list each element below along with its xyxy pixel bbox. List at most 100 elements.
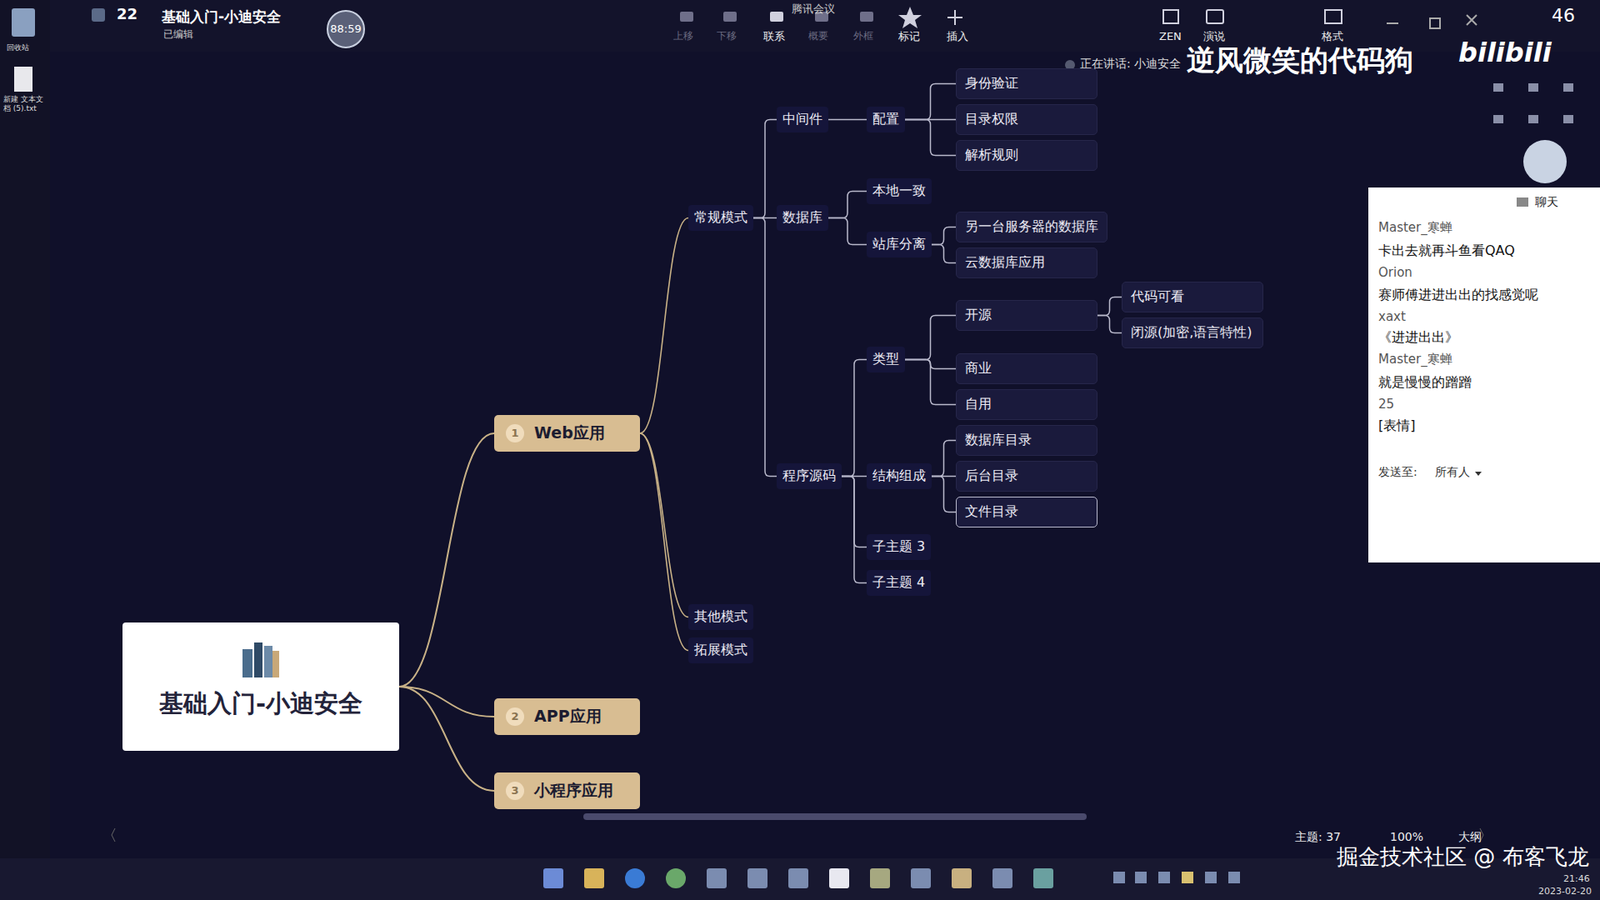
branch-line — [931, 476, 956, 513]
app-number: 22 — [116, 5, 138, 24]
recycle-icon — [11, 8, 35, 37]
sub-topic: 数据库 — [776, 205, 829, 231]
chat-user: Orion — [1378, 265, 1413, 280]
tool-label: 联系 — [763, 30, 785, 44]
branch-line — [905, 84, 956, 120]
chat-user: Master_寒蝉 — [1378, 351, 1453, 367]
tool-label: 外框 — [853, 30, 874, 42]
sub-topic: 子主题 3 — [866, 534, 931, 560]
sub-topic: 站库分离 — [866, 231, 932, 258]
leaf-topic: 解析规则 — [955, 140, 1098, 171]
sub-topic: 配置 — [866, 106, 905, 133]
window-title: 基础入门-小迪安全 — [161, 8, 281, 25]
desktop-strip — [0, 0, 50, 900]
topic-text: 闭源(加密,语言特性) — [1130, 324, 1253, 340]
status-label: 大纲 — [1458, 830, 1482, 845]
tool-label: 格式 — [1321, 30, 1344, 44]
chat-message: [表情] — [1378, 417, 1415, 434]
tool-label: 概要 — [808, 30, 829, 42]
topic-text: 站库分离 — [872, 235, 926, 252]
leaf-topic: 目录权限 — [955, 104, 1098, 135]
tool-label: 插入 — [946, 30, 969, 44]
chat-user: xaxt — [1378, 309, 1406, 325]
tool-label: 标记 — [898, 30, 920, 44]
tool-label: ZEN — [1159, 30, 1182, 44]
sub-topic: 常规模式 — [688, 205, 754, 231]
leaf-topic: 自用 — [955, 389, 1098, 420]
branch-line — [828, 119, 867, 121]
topic-text: 子主题 4 — [872, 574, 925, 590]
main-topic: 1Web应用 — [494, 415, 640, 452]
panel-title: 聊天 — [1535, 195, 1559, 210]
chat-message: 卡出去就再斗鱼看QAQ — [1378, 242, 1515, 259]
watermark: 逆风微笑的代码狗 — [1186, 43, 1414, 78]
main-topic: 3 小程序应用 — [494, 772, 640, 810]
topic-text: 常规模式 — [694, 209, 748, 225]
topic-text: 解析规则 — [965, 146, 1019, 163]
sub-topic: 子主题 4 — [866, 570, 931, 596]
topic-text: 身份验证 — [965, 75, 1019, 91]
leaf-topic: 闭源(加密,语言特性) — [1121, 317, 1264, 349]
topic-text: 商业 — [965, 360, 992, 376]
main-topic: 2APP应用 — [494, 698, 640, 735]
leaf-topic: 代码可看 — [1121, 281, 1264, 313]
sub-topic: 中间件 — [776, 106, 829, 133]
sub-topic: 其他模式 — [688, 604, 754, 630]
branch-line — [828, 191, 867, 219]
leaf-topic: 另一台服务器的数据库 — [955, 211, 1108, 243]
app-icon — [91, 8, 105, 22]
branch-line — [640, 433, 689, 618]
branch-line — [753, 218, 777, 477]
topic-text: 结构组成 — [872, 467, 926, 484]
chat-message: 就是慢慢的蹭蹭 — [1378, 374, 1472, 390]
branch-line — [1097, 297, 1122, 316]
topic-text: 其他模式 — [694, 608, 748, 625]
branch-line — [931, 227, 956, 245]
topic-text: APP应用 — [534, 705, 602, 728]
leaf-topic: 文件目录 — [955, 496, 1098, 528]
topic-text: 小程序应用 — [534, 780, 614, 802]
meeting-label: 腾讯会议 — [791, 2, 835, 16]
tool-label: 上移 — [673, 30, 694, 42]
tool-label: 下移 — [716, 30, 737, 42]
chat-message: 赛师傅进进出出的找感觉呢 — [1378, 286, 1539, 303]
topic-text: 类型 — [872, 350, 900, 367]
send-target: 所有人 — [1435, 465, 1470, 480]
branch-line — [931, 245, 956, 264]
speaker-label: 正在讲话: 小迪安全 — [1080, 56, 1181, 71]
leaf-topic: 身份验证 — [955, 68, 1098, 100]
counter: 46 — [1551, 5, 1575, 27]
topic-text: 目录权限 — [965, 110, 1019, 127]
leaf-topic: 数据库目录 — [955, 425, 1098, 456]
topic-text: 数据库 — [782, 209, 823, 225]
chat-panel — [1368, 187, 1600, 563]
status-label: 主题: 37 — [1295, 830, 1341, 845]
leaf-topic: 开源 — [955, 300, 1098, 331]
sub-topic: 程序源码 — [776, 463, 842, 490]
branch-line — [753, 120, 777, 219]
branch-line — [399, 686, 495, 791]
branch-line — [905, 360, 956, 405]
watermark: bilibili — [1458, 36, 1552, 69]
topic-text: 中间件 — [782, 110, 823, 127]
tool-label: 演说 — [1203, 30, 1225, 44]
branch-line — [905, 120, 956, 156]
taskbar-icons — [543, 868, 1240, 889]
leaf-topic: 云数据库应用 — [955, 247, 1098, 279]
side-tools — [1493, 83, 1574, 184]
topic-text: 文件目录 — [965, 503, 1019, 520]
scrollbar — [583, 813, 1087, 820]
sub-topic: 结构组成 — [866, 463, 932, 490]
file-icon — [14, 66, 33, 92]
topic-number: 3 — [505, 781, 525, 800]
desktop-label: 新建 文本文档 (5).txt — [3, 95, 50, 114]
chat-icon — [1516, 197, 1529, 207]
dropdown-arrow — [1475, 471, 1482, 476]
scroll-arrows — [111, 828, 1484, 842]
topic-text: 程序源码 — [782, 467, 836, 484]
watermark: 掘金技术社区 @ 布客飞龙 — [1336, 844, 1590, 870]
